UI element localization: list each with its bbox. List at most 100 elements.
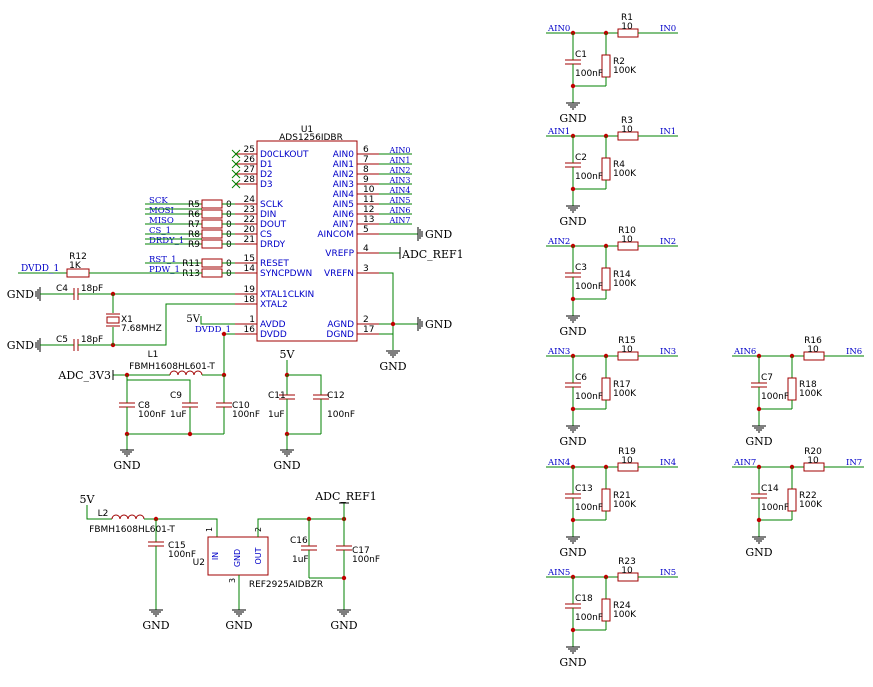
resistor-value: 0 [226, 220, 232, 230]
c4-ref: C4 [56, 284, 68, 294]
resistor-ref: R1 [621, 13, 633, 23]
pin-number: 9 [363, 175, 369, 185]
vrefn-wire [379, 272, 394, 350]
filter-out-label: IN4 [660, 458, 676, 468]
xtal2-wire [78, 303, 235, 346]
r12-value: 1K [69, 261, 82, 271]
cap-value: 100nF [575, 172, 603, 182]
c12-ref: C12 [327, 391, 345, 401]
pin-number: 26 [244, 155, 256, 165]
pin-number: 24 [244, 195, 256, 205]
junction-dot [390, 321, 396, 327]
l2-ref: L2 [98, 509, 109, 519]
resistor-ref: R11 [182, 259, 200, 269]
filter-out-label: IN7 [846, 458, 862, 468]
junction-dot [570, 186, 576, 192]
pin-number: 3 [228, 578, 237, 583]
pin-name: D2 [260, 170, 273, 180]
resistor-ref: R14 [613, 270, 631, 280]
resistor-ref: R18 [799, 380, 817, 390]
resistor-body [201, 268, 223, 278]
resistor-body [787, 377, 797, 401]
junction-dot [570, 517, 576, 523]
cap-ref: C2 [575, 153, 587, 163]
resistor-value: 100K [613, 169, 637, 179]
pin-number: 20 [244, 225, 256, 235]
pin-number: 22 [244, 215, 255, 225]
pin-name: AGND [327, 320, 354, 330]
c5-ref: C5 [56, 335, 68, 345]
v5-label: 5V [186, 314, 200, 325]
cap-ref: C14 [761, 484, 779, 494]
v5-label: 5V [80, 493, 96, 506]
ain-net-label: AIN4 [388, 186, 410, 195]
pin-name: RESET [260, 259, 289, 269]
dvdd-wire [223, 333, 235, 375]
c9-value: 1uF [170, 410, 187, 420]
no-connect-mark [231, 149, 241, 159]
pin-name: AIN6 [333, 210, 355, 220]
resistor-body [201, 209, 223, 219]
pin-name: AVDD [260, 320, 286, 330]
c11-ref: C11 [268, 391, 286, 401]
resistor-body [201, 258, 223, 268]
pin-name: AIN7 [333, 220, 354, 230]
pin-name: VREFN [324, 269, 354, 279]
resistor-value: 0 [226, 230, 232, 240]
pin-number: 2 [363, 315, 369, 325]
x1-ref: X1 [121, 315, 133, 325]
filter-out-label: IN6 [846, 347, 862, 357]
resistor-ref: R4 [613, 160, 625, 170]
pin-name: XTAL1CLKIN [260, 290, 314, 300]
resistor-value: 100K [613, 610, 637, 620]
spi-net-label: RST_1 [149, 255, 177, 265]
resistor-ref: R19 [618, 447, 636, 457]
resistor-ref: R20 [804, 447, 822, 457]
c15-value: 100nF [168, 550, 196, 560]
gnd-label: GND [225, 619, 252, 632]
avdd-wire [200, 316, 235, 325]
ain-net-label: AIN1 [388, 156, 410, 165]
filter-net-label: AIN7 [733, 458, 756, 468]
c17-value: 100nF [352, 555, 380, 565]
resistor-value: 10 [807, 456, 819, 466]
resistor-ref: R17 [613, 380, 631, 390]
resistor-value: 0 [226, 210, 232, 220]
resistor-body [601, 54, 611, 78]
cap-value: 100nF [575, 69, 603, 79]
inductor-coil [169, 370, 203, 376]
gnd-label: GND [7, 288, 34, 301]
dvdd-net-label: DVDD_1 [21, 264, 59, 274]
pin-name: AIN4 [333, 190, 355, 200]
resistor-ref: R24 [613, 601, 631, 611]
resistor-value: 100K [613, 389, 637, 399]
pin-name: AIN1 [333, 160, 354, 170]
c9-wire [126, 375, 191, 403]
resistor-value: 10 [621, 345, 633, 355]
pin-number: 4 [363, 244, 369, 254]
u2-part: REF2925AIDBZR [249, 580, 323, 590]
u2-out-wire [257, 518, 344, 537]
pin-name: DIN [260, 210, 276, 220]
resistor-ref: R6 [188, 210, 200, 220]
gnd-label: GND [379, 360, 406, 373]
filter-net-label: AIN2 [547, 237, 570, 247]
pin-name: AIN2 [333, 170, 354, 180]
c16-value: 1uF [292, 555, 309, 565]
resistor-body [201, 199, 223, 209]
resistor-value: 0 [226, 269, 232, 279]
spi-net-label: MOSI [149, 206, 174, 216]
junction-dot [187, 431, 193, 437]
c10-value: 100nF [232, 410, 260, 420]
resistor-body [601, 267, 611, 291]
vref-net-label: ADC_REF1 [401, 248, 464, 261]
filter-out-label: IN1 [660, 127, 676, 137]
pin-number: 25 [244, 145, 255, 155]
spi-net-label: SCK [149, 196, 168, 206]
dgnd-wire [379, 324, 394, 335]
